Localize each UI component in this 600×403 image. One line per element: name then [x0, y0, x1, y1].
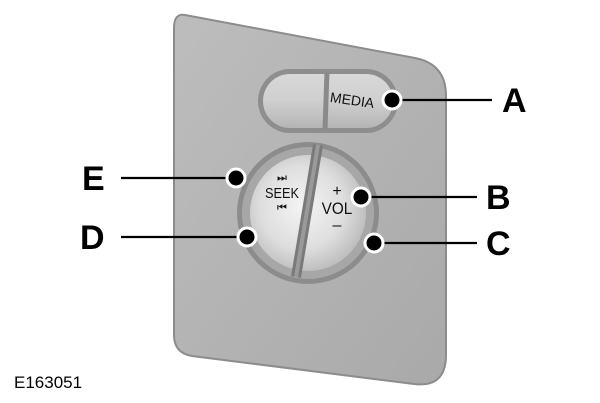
- figure-id: E163051: [14, 373, 83, 392]
- volume-down[interactable]: –: [332, 217, 342, 234]
- callout-e: E: [82, 160, 105, 198]
- seek-label: SEEK: [265, 185, 300, 202]
- seek-vol-knob[interactable]: [237, 142, 379, 284]
- volume-button[interactable]: + VOL –: [318, 183, 356, 234]
- callout-b: B: [486, 179, 511, 217]
- leader-lines: [121, 98, 492, 245]
- callout-dots: [225, 89, 403, 254]
- volume-up[interactable]: +: [332, 183, 342, 200]
- seek-back-icon[interactable]: ⏮: [277, 202, 287, 214]
- seek-button[interactable]: ⏭ SEEK ⏮: [262, 172, 302, 215]
- media-button-group[interactable]: [258, 69, 398, 133]
- callout-a: A: [502, 82, 527, 120]
- callout-c: C: [486, 225, 511, 263]
- callout-d: D: [80, 219, 105, 257]
- seek-forward-icon[interactable]: ⏭: [277, 172, 287, 184]
- vol-label: VOL: [321, 199, 353, 218]
